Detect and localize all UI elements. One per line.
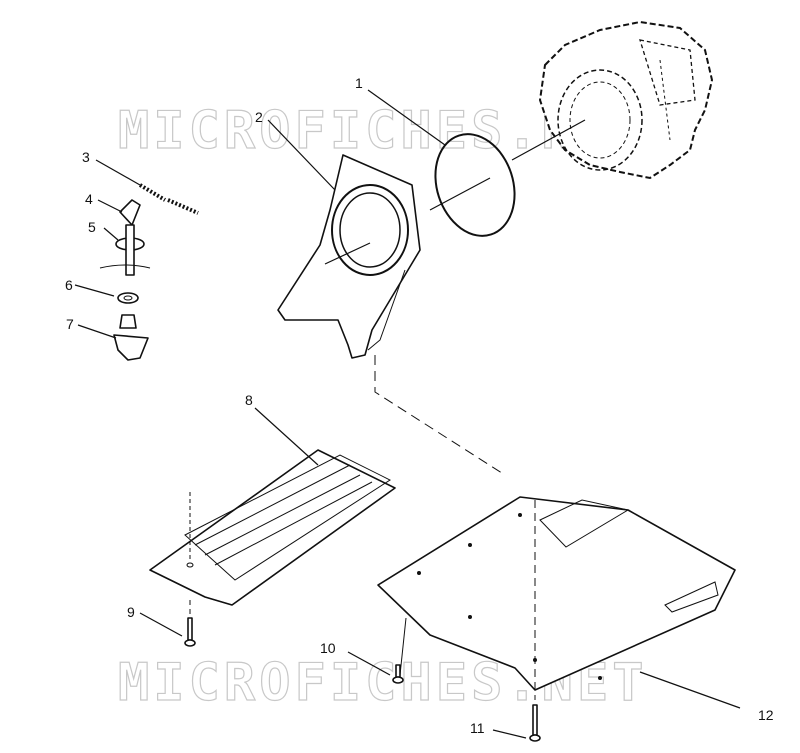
screw-10 xyxy=(392,664,404,684)
skid-plate xyxy=(377,496,736,691)
callout-5: 5 xyxy=(88,219,96,235)
screw-11 xyxy=(529,704,541,742)
callout-7: 7 xyxy=(66,316,74,332)
callout-1: 1 xyxy=(355,75,363,91)
screw-9 xyxy=(184,617,196,647)
leader-lines xyxy=(74,89,741,739)
callout-12: 12 xyxy=(758,707,774,723)
callout-3: 3 xyxy=(82,149,90,165)
engine-housing xyxy=(538,20,714,180)
callout-10: 10 xyxy=(320,640,336,656)
o-ring xyxy=(429,119,586,237)
callout-11: 11 xyxy=(470,720,485,736)
callout-9: 9 xyxy=(127,604,135,620)
callout-2: 2 xyxy=(255,109,263,125)
rail-pad xyxy=(149,449,396,606)
adapter-plate xyxy=(277,154,421,359)
callout-6: 6 xyxy=(65,277,73,293)
fastener-stack xyxy=(99,183,199,361)
callout-8: 8 xyxy=(245,392,253,408)
callout-4: 4 xyxy=(85,191,93,207)
